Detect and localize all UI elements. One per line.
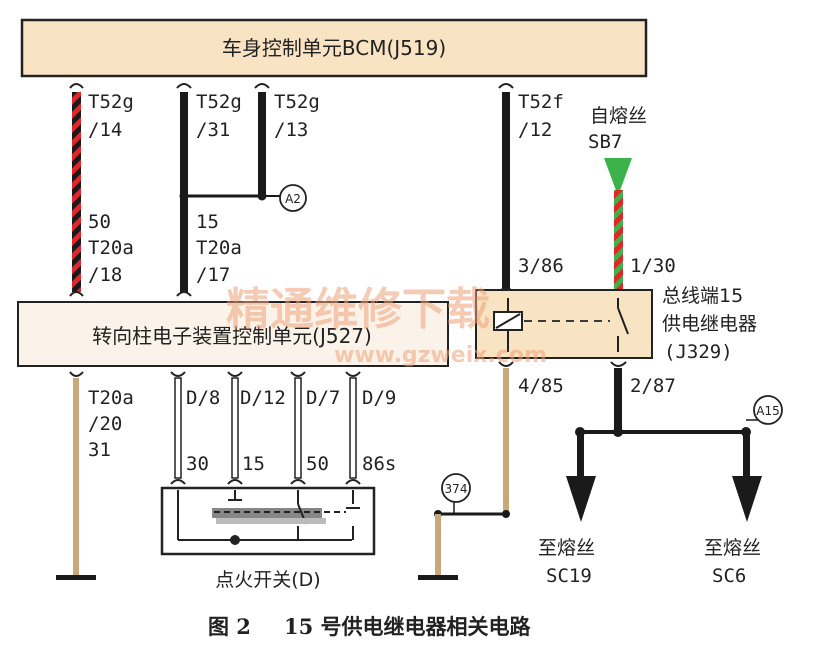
svg-text:15: 15 <box>196 211 219 233</box>
pin-t20a-17-a: 15 <box>196 211 219 233</box>
pin-t20a-18-c: /18 <box>88 264 122 286</box>
pin-t52g-13-b: /13 <box>274 119 308 141</box>
svg-text:T20a: T20a <box>196 237 242 259</box>
switch-terminal-86s: 86s <box>362 453 396 475</box>
output-sc6-code: SC6 <box>712 565 746 587</box>
connector-a2 <box>279 184 307 212</box>
watermark-url: www.gzweix.com <box>334 343 547 368</box>
connector-374-label: 374 <box>445 482 468 496</box>
ignition-switch-label: 点火开关(D) <box>215 569 320 591</box>
connector-374 <box>441 473 471 503</box>
wire-t52g-14 <box>72 92 81 292</box>
ground-symbol-icon <box>418 575 458 580</box>
wire-t20a-20 <box>73 378 79 576</box>
pin-t20a-18-b: T20a <box>88 237 134 259</box>
pin-d7: D/7 <box>306 387 340 409</box>
svg-text:/13: /13 <box>274 119 308 141</box>
relay-name-2: 供电继电器 <box>662 313 757 335</box>
pin-t20a-20-b: /20 <box>88 413 122 435</box>
svg-text:/12: /12 <box>518 119 552 141</box>
pin-t52g-31-b: /31 <box>196 119 230 141</box>
switch-terminal-30: 30 <box>186 453 209 475</box>
pin-d9: D/9 <box>362 387 396 409</box>
arrow-sc19-icon <box>566 476 596 522</box>
svg-text:50: 50 <box>88 211 111 233</box>
pin-t20a-17-c: /17 <box>196 264 230 286</box>
connector-a2-label: A2 <box>285 192 301 206</box>
svg-text:/31: /31 <box>196 119 230 141</box>
svg-text:/14: /14 <box>88 119 122 141</box>
wire-ground-374 <box>435 514 441 576</box>
switch-terminal-15: 15 <box>242 453 265 475</box>
j527-label: 转向柱电子装置控制单元(J527) <box>92 324 372 348</box>
wire-t52f-12 <box>502 92 510 288</box>
output-sc19-code: SC19 <box>546 565 592 587</box>
j527-box <box>17 301 449 367</box>
pin-t52f-12-a: T52f <box>518 91 564 113</box>
relay-name-1: 总线端15 <box>662 285 743 307</box>
bcm-label: 车身控制单元BCM(J519) <box>222 36 446 60</box>
output-sc19-label: 至熔丝 <box>538 537 595 559</box>
pin-t20a-20-a: T20a <box>88 387 134 409</box>
pin-t52g-14-b: /14 <box>88 119 122 141</box>
connector-a15-label: A15 <box>756 404 779 418</box>
fuse-sb7-name: 自熔丝 <box>590 105 647 127</box>
figure-number: 图 2 <box>208 614 251 639</box>
pin-t52f-12-b: /12 <box>518 119 552 141</box>
relay-pin-86: 3/86 <box>518 255 564 277</box>
bcm-box <box>20 18 648 78</box>
svg-text:T52g: T52g <box>196 91 242 113</box>
relay-name-3: (J329) <box>664 341 733 363</box>
pin-t52g-14-a: T52g <box>88 91 134 113</box>
wire-relay-87 <box>614 368 622 432</box>
pin-t52g-31-a: T52g <box>196 91 242 113</box>
figure-title: 15 号供电继电器相关电路 <box>284 614 532 639</box>
svg-text:T52g: T52g <box>88 91 134 113</box>
arrow-sc6-icon <box>732 476 762 522</box>
pin-t52g-13-a: T52g <box>274 91 320 113</box>
pin-t20a-20-c: 31 <box>88 439 111 461</box>
svg-text:/18: /18 <box>88 264 122 286</box>
pin-d8: D/8 <box>186 387 220 409</box>
svg-text:T52g: T52g <box>274 91 320 113</box>
connector-a15 <box>753 395 783 425</box>
relay-pin-87: 2/87 <box>630 375 676 397</box>
svg-text:T52f: T52f <box>518 91 564 113</box>
svg-text:T20a: T20a <box>88 237 134 259</box>
wire-t52g-13 <box>258 92 266 198</box>
fuse-arrow-icon <box>604 158 632 196</box>
ground-symbol-2-icon <box>56 575 96 580</box>
pin-t20a-17-b: T20a <box>196 237 242 259</box>
relay-pin-30: 1/30 <box>630 255 676 277</box>
ignition-wires <box>170 371 361 485</box>
switch-terminal-50: 50 <box>306 453 329 475</box>
wire-relay-85 <box>503 368 509 514</box>
relay-pin-85: 4/85 <box>518 375 564 397</box>
relay-j329-box <box>475 289 653 359</box>
output-sc6-label: 至熔丝 <box>704 537 761 559</box>
wire-sb7 <box>614 190 623 290</box>
pin-d12: D/12 <box>240 387 286 409</box>
pin-t20a-18-a: 50 <box>88 211 111 233</box>
fuse-sb7-code: SB7 <box>588 131 622 153</box>
watermark-cn: 精通维修下载 <box>226 284 490 335</box>
svg-text:/17: /17 <box>196 264 230 286</box>
